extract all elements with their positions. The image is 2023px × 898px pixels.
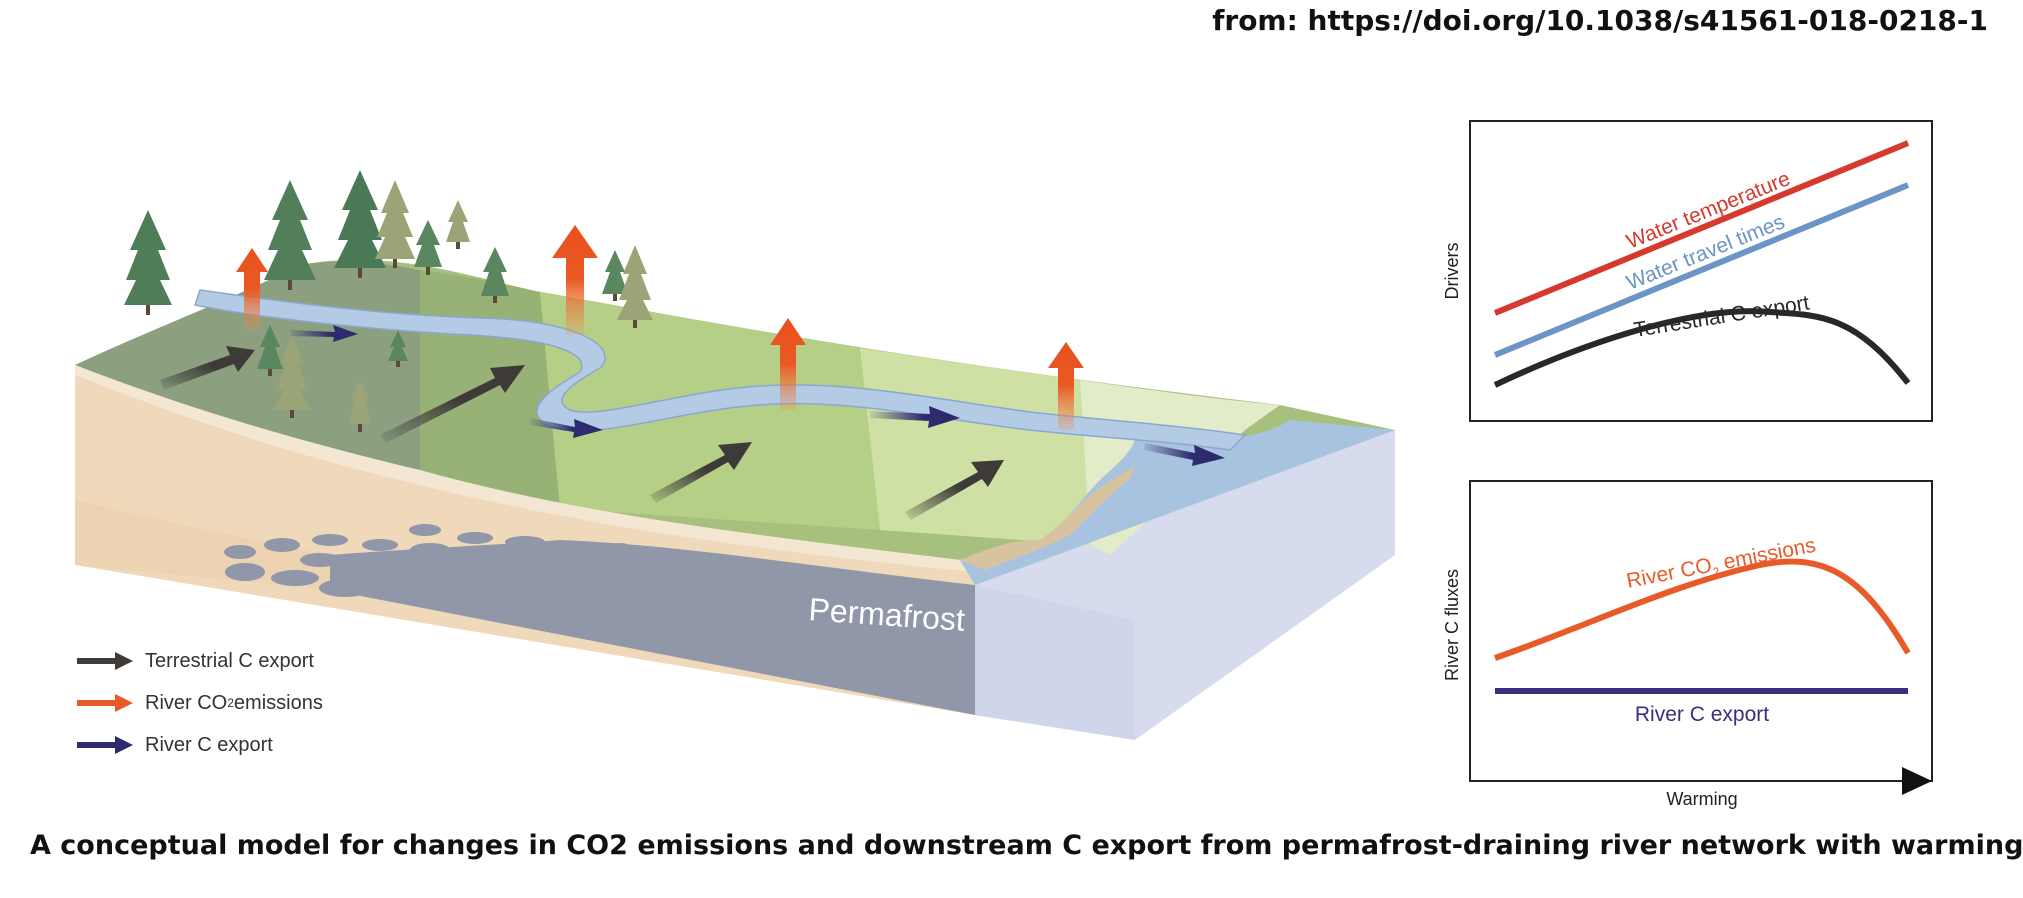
co2-emissions-label: River CO2 emissions xyxy=(1625,534,1819,596)
fluxes-frame xyxy=(1469,480,1933,782)
purple-arrow-icon xyxy=(77,736,133,754)
co2-emissions-curve xyxy=(1494,558,1911,661)
drivers-panel: Drivers Water temperature Water travel t… xyxy=(1442,120,1933,422)
legend-item-river-export: River C export xyxy=(75,724,323,766)
legend-label: Terrestrial C export xyxy=(145,649,314,672)
source-note: from: https://doi.org/10.1038/s41561-018… xyxy=(1212,4,1988,37)
drivers-ylabel: Drivers xyxy=(1442,243,1462,300)
fluxes-ylabel: River C fluxes xyxy=(1442,569,1462,681)
legend-label: River CO xyxy=(145,691,228,714)
lake-surface xyxy=(960,420,1395,585)
ice-lenses xyxy=(224,524,632,597)
terrestrial-export-arrows xyxy=(160,346,1004,520)
river xyxy=(194,289,1247,451)
terrestrial-export-curve xyxy=(1493,308,1911,388)
legend-label: River C export xyxy=(145,733,273,756)
water-temperature-line xyxy=(1493,140,1910,316)
warming-xlabel: Warming xyxy=(1666,789,1737,809)
dark-arrow-icon xyxy=(77,652,133,670)
warming-axis-arrow xyxy=(1902,767,1932,795)
co2-label-tail: emissions xyxy=(1716,534,1818,576)
co2-label-main: River CO xyxy=(1625,554,1714,593)
legend-item-terrestrial-export: Terrestrial C export xyxy=(75,640,323,682)
water-travel-times-line xyxy=(1493,182,1910,358)
orange-arrow-icon xyxy=(77,694,133,712)
river-export-arrows xyxy=(290,325,1225,466)
permafrost-layer xyxy=(330,540,975,715)
trees xyxy=(124,170,653,432)
legend-label-subscript: 2 xyxy=(227,696,234,710)
river-c-export-label: River C export xyxy=(1635,703,1769,726)
co2-emission-arrows xyxy=(236,225,1084,430)
figure-caption: A conceptual model for changes in CO2 em… xyxy=(30,830,2023,861)
co2-label-sub: 2 xyxy=(1712,564,1722,579)
legend-label-tail: emissions xyxy=(233,691,323,714)
terrestrial-export-label: Terrestrial C export xyxy=(1632,291,1811,341)
drivers-frame xyxy=(1469,120,1933,422)
fluxes-panel: River C fluxes River CO2 emissions River… xyxy=(1442,480,1933,809)
landscape-block-diagram: Permafrost xyxy=(75,170,1395,740)
